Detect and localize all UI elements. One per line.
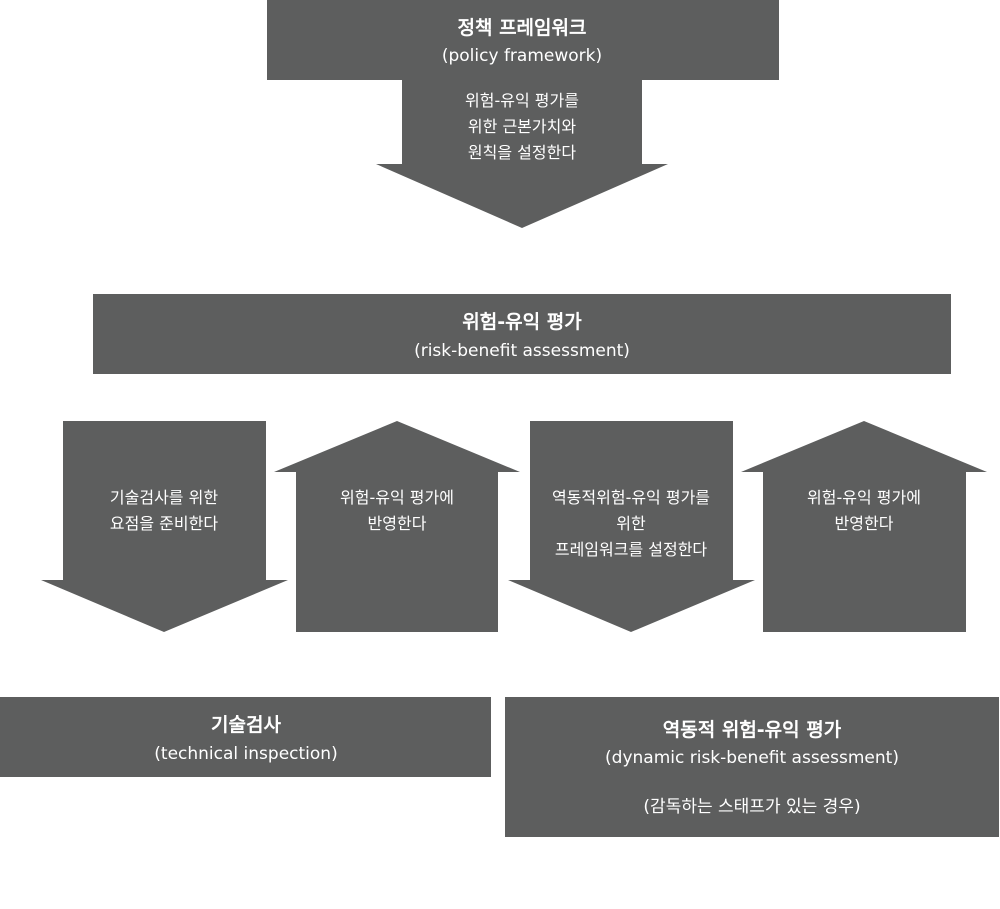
policy-framework-line-1: 위험-유익 평가를 <box>465 91 579 110</box>
arrow-prepare-inspection-line-1: 기술검사를 위한 <box>110 488 218 507</box>
dynamic-risk-benefit-assessment: 역동적 위험-유익 평가 (dynamic risk-benefit asses… <box>505 697 999 837</box>
risk-benefit-assessment: 위험-유익 평가 (risk-benefit assessment) <box>93 294 951 374</box>
policy-framework-title: 정책 프레임워크 <box>458 17 587 39</box>
arrow-reflect-assessment-1-line-2: 반영한다 <box>368 514 427 533</box>
dynamic-risk-benefit-assessment-note: (감독하는 스태프가 있는 경우) <box>643 797 860 817</box>
technical-inspection-title: 기술검사 <box>211 714 281 736</box>
policy-framework-box <box>267 0 779 80</box>
technical-inspection: 기술검사 (technical inspection) <box>0 697 491 777</box>
dynamic-risk-benefit-assessment-subtitle: (dynamic risk-benefit assessment) <box>605 748 899 768</box>
dynamic-risk-benefit-assessment-box <box>505 697 999 837</box>
arrow-dynamic-framework-line-3: 프레임워크를 설정한다 <box>555 540 708 559</box>
arrow-prepare-inspection-line-2: 요점을 준비한다 <box>110 514 218 533</box>
arrow-dynamic-framework-line-2: 위한 <box>616 514 646 533</box>
arrow-reflect-assessment-1-line-1: 위험-유익 평가에 <box>340 488 454 507</box>
risk-benefit-assessment-title: 위험-유익 평가 <box>462 311 582 333</box>
arrow-prepare-inspection: 기술검사를 위한 요점을 준비한다 <box>41 421 288 632</box>
policy-framework-subtitle: (policy framework) <box>442 46 602 66</box>
arrow-dynamic-framework: 역동적위험-유익 평가를 위한 프레임워크를 설정한다 <box>508 421 755 632</box>
policy-framework: 정책 프레임워크 (policy framework) 위험-유익 평가를 위한… <box>267 0 779 228</box>
arrow-dynamic-framework-shape <box>508 421 755 632</box>
arrow-reflect-assessment-2-line-1: 위험-유익 평가에 <box>807 488 921 507</box>
policy-framework-line-2: 위한 근본가치와 <box>468 117 576 136</box>
arrow-reflect-assessment-2: 위험-유익 평가에 반영한다 <box>741 421 987 632</box>
arrow-reflect-assessment-2-line-2: 반영한다 <box>835 514 894 533</box>
policy-framework-arrow <box>376 80 668 228</box>
arrow-dynamic-framework-line-1: 역동적위험-유익 평가를 <box>552 488 710 507</box>
technical-inspection-box <box>0 697 491 777</box>
risk-benefit-assessment-subtitle: (risk-benefit assessment) <box>414 341 630 361</box>
arrow-reflect-assessment-1: 위험-유익 평가에 반영한다 <box>274 421 520 632</box>
arrow-prepare-inspection-shape <box>41 421 288 632</box>
policy-framework-line-3: 원칙을 설정한다 <box>468 143 576 162</box>
risk-benefit-assessment-box <box>93 294 951 374</box>
technical-inspection-subtitle: (technical inspection) <box>154 744 337 764</box>
arrow-reflect-assessment-2-shape <box>741 421 987 632</box>
arrow-reflect-assessment-1-shape <box>274 421 520 632</box>
dynamic-risk-benefit-assessment-title: 역동적 위험-유익 평가 <box>663 719 842 741</box>
